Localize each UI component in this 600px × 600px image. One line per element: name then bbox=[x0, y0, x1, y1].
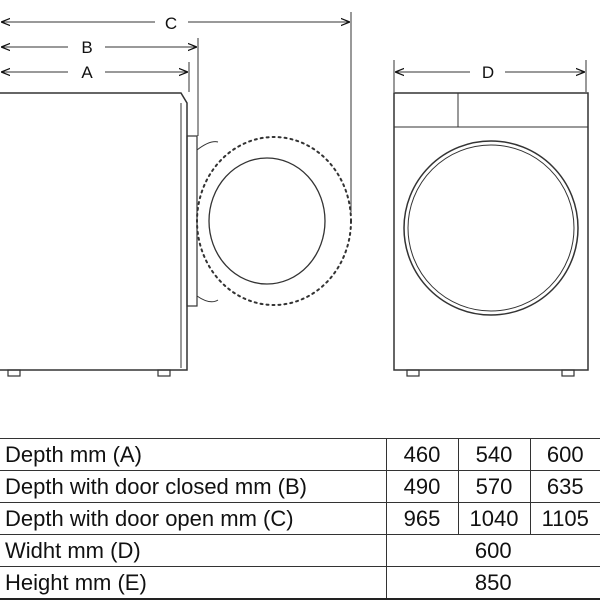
table-row: Depth with door open mm (C) 965 1040 110… bbox=[0, 502, 600, 535]
table-cell: 460 bbox=[385, 438, 459, 471]
row-label: Height mm (E) bbox=[0, 566, 387, 600]
side-foot-right bbox=[157, 369, 171, 377]
table-cell: 570 bbox=[457, 470, 531, 503]
open-door-dotted bbox=[196, 136, 352, 306]
table-cell: 965 bbox=[385, 502, 459, 535]
front-view bbox=[393, 60, 589, 377]
table-cell: 600 bbox=[529, 438, 600, 471]
dimensions-table: Depth mm (A) 460 540 600 Depth with door… bbox=[0, 438, 600, 600]
table-row: Depth with door closed mm (B) 490 570 63… bbox=[0, 470, 600, 503]
row-label: Depth with door closed mm (B) bbox=[0, 470, 387, 503]
table-cell: 540 bbox=[457, 438, 531, 471]
label-c: C bbox=[165, 14, 177, 33]
front-door-outer bbox=[403, 140, 579, 316]
side-door-edge bbox=[186, 135, 198, 307]
side-foot-left bbox=[7, 369, 21, 377]
label-d: D bbox=[482, 63, 494, 82]
row-label: Depth with door open mm (C) bbox=[0, 502, 387, 535]
row-label: Widht mm (D) bbox=[0, 534, 387, 567]
table-cell: 490 bbox=[385, 470, 459, 503]
open-door-glass bbox=[208, 157, 326, 285]
front-foot-right bbox=[561, 369, 575, 377]
table-cell: 1105 bbox=[529, 502, 600, 535]
row-label: Depth mm (A) bbox=[0, 438, 387, 471]
dimension-drawing: C B A D bbox=[0, 10, 589, 377]
side-view bbox=[0, 12, 352, 377]
front-body bbox=[393, 92, 589, 371]
table-cell: 600 bbox=[385, 534, 600, 567]
table-row: Height mm (E) 850 bbox=[0, 566, 600, 600]
table-cell: 850 bbox=[385, 566, 600, 600]
table-row: Depth mm (A) 460 540 600 bbox=[0, 438, 600, 471]
front-door-inner bbox=[407, 144, 575, 312]
label-a: A bbox=[81, 63, 93, 82]
table-cell: 635 bbox=[529, 470, 600, 503]
front-foot-left bbox=[406, 369, 420, 377]
side-body bbox=[0, 92, 188, 371]
table-row: Widht mm (D) 600 bbox=[0, 534, 600, 567]
table-cell: 1040 bbox=[457, 502, 531, 535]
label-b: B bbox=[81, 38, 92, 57]
open-door-hinge-edge bbox=[196, 141, 219, 303]
